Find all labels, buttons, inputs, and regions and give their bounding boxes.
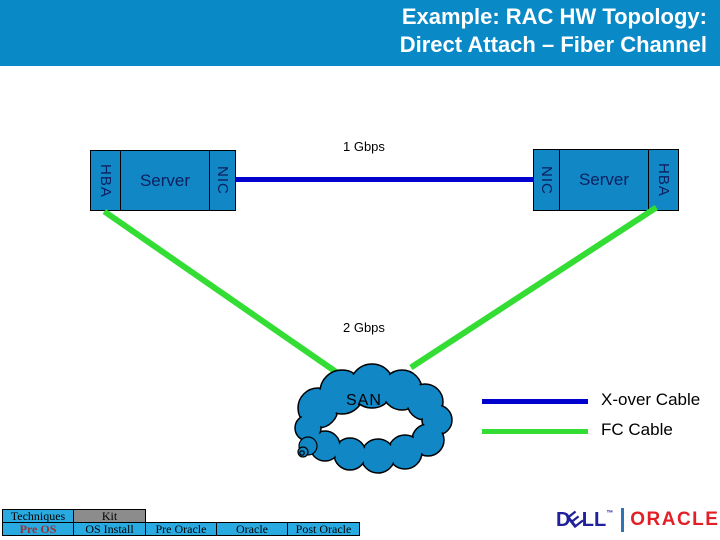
san-label: SAN bbox=[346, 392, 382, 409]
nav-post-oracle[interactable]: Post Oracle bbox=[287, 522, 360, 536]
cloud-bubble-tail bbox=[297, 436, 318, 458]
nav-pre-oracle[interactable]: Pre Oracle bbox=[145, 522, 217, 536]
server-node-right: NIC Server HBA bbox=[533, 149, 679, 211]
nav-techniques[interactable]: Techniques bbox=[2, 509, 74, 523]
link-speed-top: 1 Gbps bbox=[343, 139, 385, 154]
fc-cable-left bbox=[102, 209, 344, 379]
legend-label-fc: FC Cable bbox=[601, 420, 673, 439]
nav-pre-os[interactable]: Pre OS bbox=[2, 522, 74, 536]
server-node-left: HBA Server NIC bbox=[90, 150, 236, 211]
legend-label-xover: X-over Cable bbox=[601, 390, 701, 409]
dell-trademark: ™ bbox=[606, 509, 614, 517]
legend-swatch-xover bbox=[482, 399, 588, 404]
nav-os-install[interactable]: OS Install bbox=[73, 522, 146, 536]
link-speed-bottom: 2 Gbps bbox=[343, 320, 385, 335]
footer-nav-row-2: Pre OS OS Install Pre Oracle Oracle Post… bbox=[2, 522, 360, 536]
hba-port-right: HBA bbox=[648, 150, 678, 210]
title-line-1: Example: RAC HW Topology: bbox=[401, 4, 707, 29]
fc-cable-right bbox=[409, 204, 658, 371]
hba-port-left: HBA bbox=[91, 151, 121, 210]
server-label-left: Server bbox=[139, 170, 191, 190]
footer-nav-row-1: Techniques Kit bbox=[2, 509, 360, 523]
title-line-2: Direct Attach – Fiber Channel bbox=[399, 32, 707, 57]
nic-port-left: NIC bbox=[209, 151, 235, 210]
xover-cable-line bbox=[236, 177, 534, 182]
nav-oracle[interactable]: Oracle bbox=[216, 522, 288, 536]
nic-port-right: NIC bbox=[534, 150, 560, 210]
footer-nav: Techniques Kit Pre OS OS Install Pre Ora… bbox=[2, 509, 360, 536]
legend-swatch-fc bbox=[482, 429, 588, 434]
oracle-logo: ORACLE™ bbox=[630, 503, 720, 531]
dell-letters-ll: LL bbox=[581, 508, 607, 531]
server-label-right: Server bbox=[578, 170, 630, 189]
dell-letter-d: D bbox=[556, 508, 571, 531]
san-cloud bbox=[294, 363, 453, 474]
page-title: Example: RAC HW Topology: Direct Attach … bbox=[400, 3, 707, 59]
oracle-wordmark: ORACLE bbox=[630, 509, 720, 530]
dell-oracle-divider bbox=[621, 508, 625, 532]
title-bar: Example: RAC HW Topology: Direct Attach … bbox=[0, 0, 720, 66]
